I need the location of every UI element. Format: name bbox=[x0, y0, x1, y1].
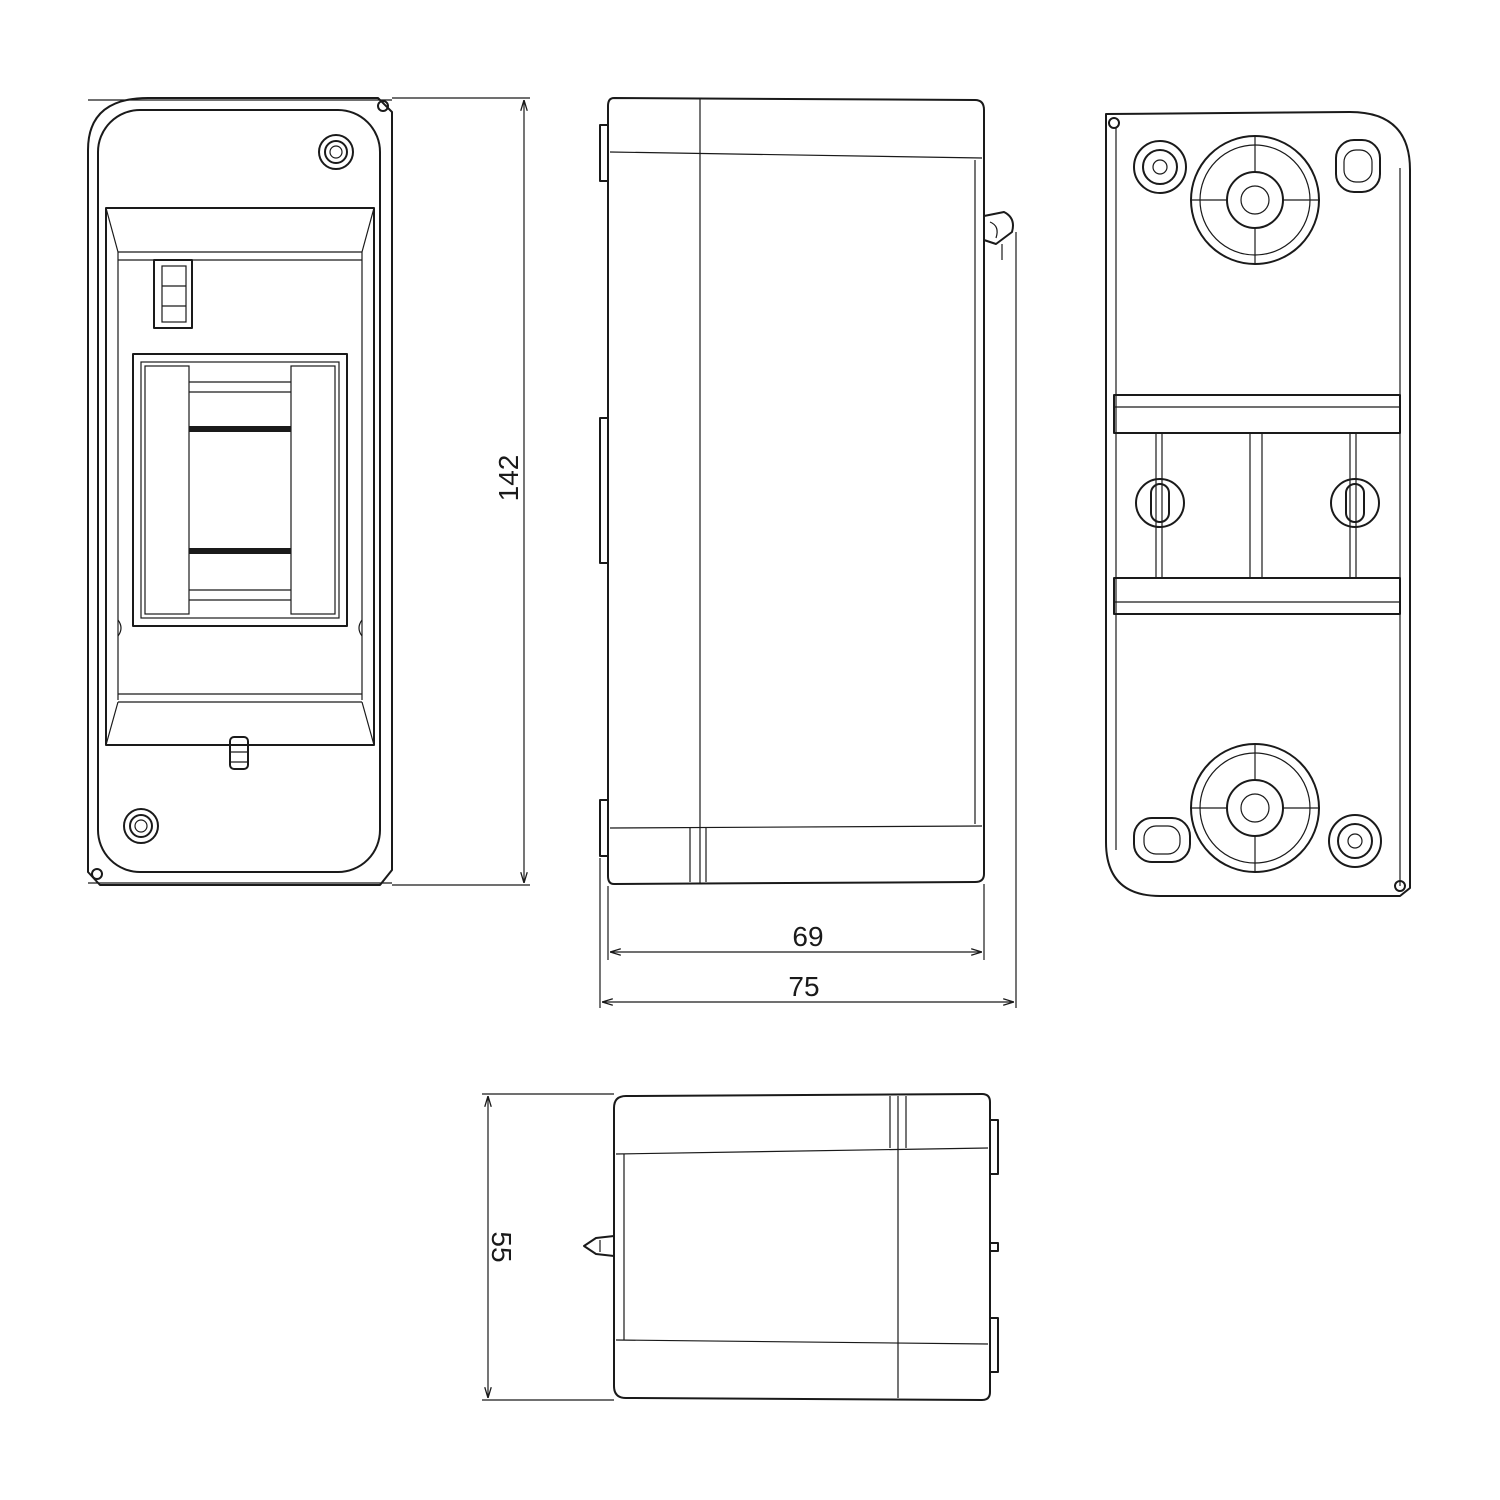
corner-hole-icon bbox=[1108, 117, 1120, 129]
corner-hole-icon bbox=[91, 868, 103, 880]
latch bbox=[153, 259, 193, 329]
cover-window bbox=[105, 207, 375, 746]
rear-clip bbox=[989, 1317, 999, 1373]
front-view bbox=[87, 97, 393, 886]
bottom-latch bbox=[583, 1235, 615, 1257]
slot-hole-icon bbox=[1335, 139, 1381, 193]
rear-clip bbox=[599, 799, 609, 857]
bottom-view bbox=[583, 1093, 999, 1401]
rear-clip bbox=[599, 124, 609, 182]
rear-clip bbox=[989, 1119, 999, 1175]
dimension-label-depth-outer: 75 bbox=[788, 971, 819, 1002]
screw-icon bbox=[318, 134, 354, 170]
dimension-depth-inner: 69 bbox=[607, 884, 985, 960]
side-view bbox=[599, 97, 1014, 885]
rear-clip bbox=[989, 1242, 999, 1252]
latch-tab bbox=[229, 736, 249, 770]
dimension-label-width: 55 bbox=[486, 1231, 517, 1262]
rear-view bbox=[1105, 111, 1411, 897]
rear-clip bbox=[599, 417, 609, 564]
cable-knockout-icon bbox=[1190, 743, 1320, 873]
cable-knockout-icon bbox=[1190, 135, 1320, 265]
dimension-height: 142 bbox=[392, 97, 530, 886]
side-latch bbox=[983, 211, 1014, 245]
slot-hole-icon bbox=[1330, 478, 1380, 528]
din-rail-top bbox=[1113, 394, 1401, 434]
dimension-depth-outer: 75 bbox=[599, 232, 1017, 1008]
dimension-label-height: 142 bbox=[493, 455, 524, 502]
slot-hole-icon bbox=[1135, 478, 1185, 528]
corner-hole-icon bbox=[377, 100, 389, 112]
din-rail-bottom bbox=[1113, 577, 1401, 615]
screw-icon bbox=[123, 808, 159, 844]
mounting-hole-icon bbox=[1328, 814, 1382, 868]
corner-hole-icon bbox=[1394, 880, 1406, 892]
dimension-width: 55 bbox=[482, 1093, 614, 1401]
mounting-hole-icon bbox=[1133, 140, 1187, 194]
breaker-cutout bbox=[132, 353, 348, 627]
slot-hole-icon bbox=[1133, 817, 1191, 863]
dimension-label-depth-inner: 69 bbox=[792, 921, 823, 952]
